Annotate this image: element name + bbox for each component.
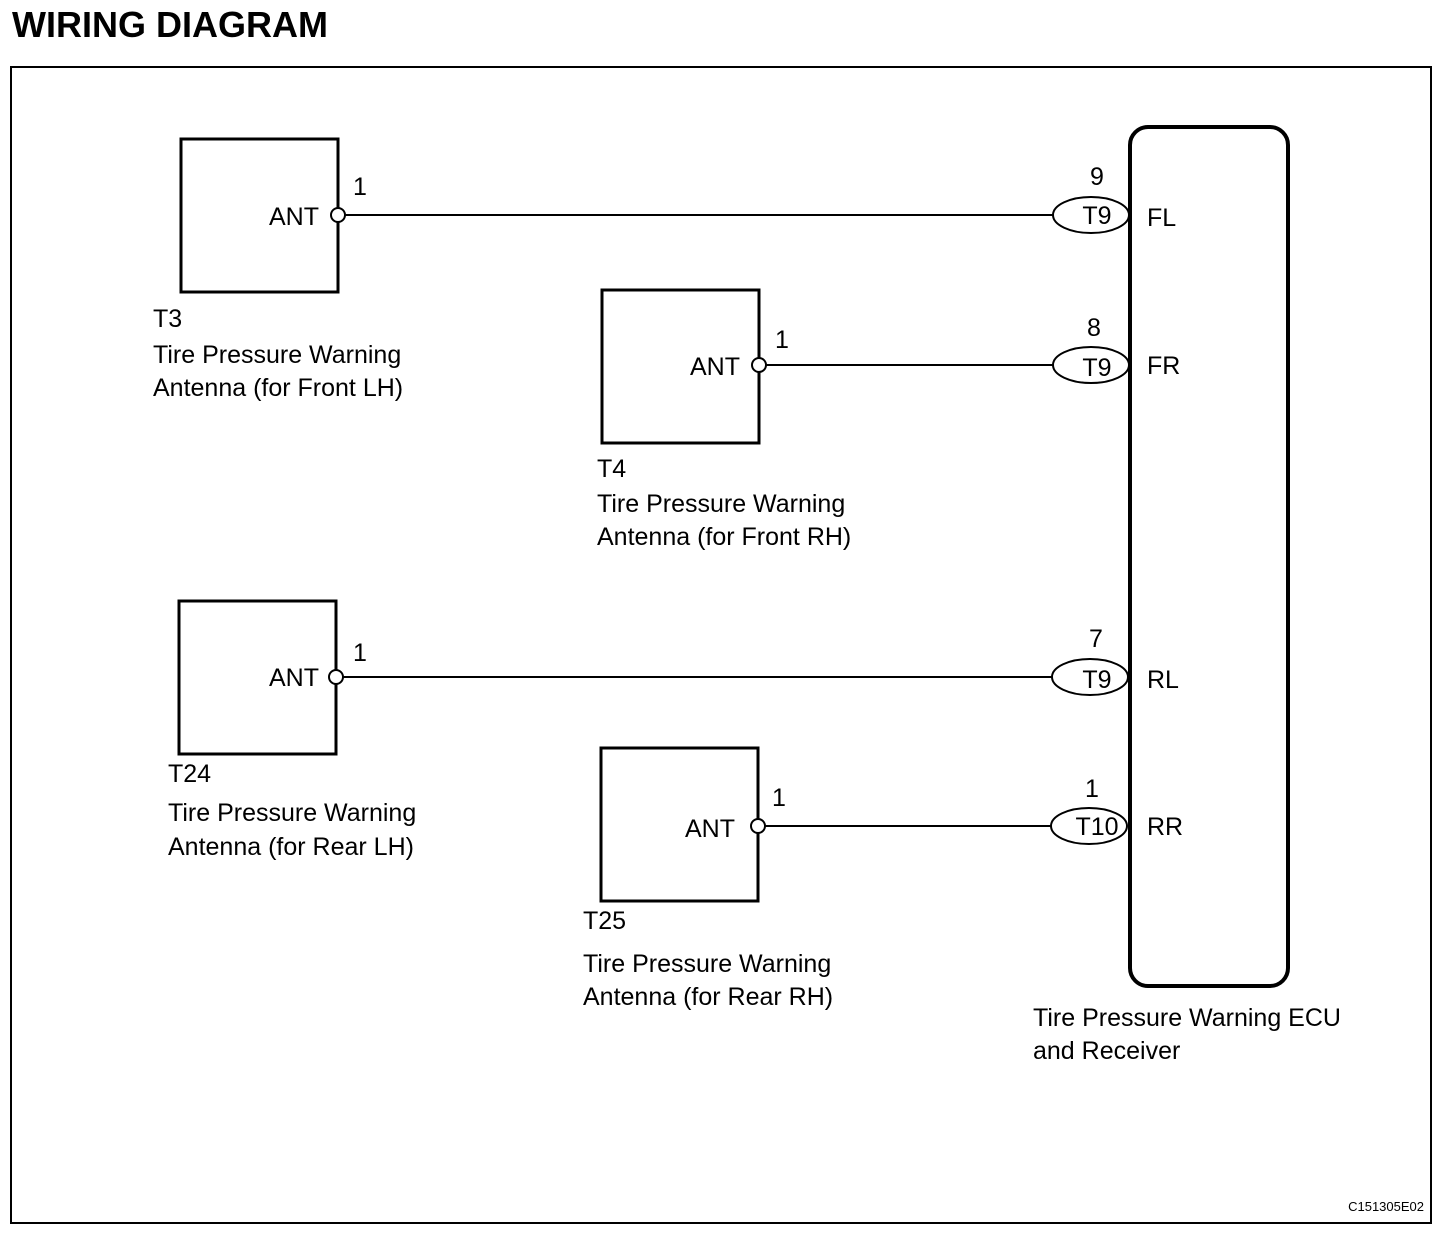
connector-oval: [1051, 658, 1129, 696]
ecu-terminal: FR: [1147, 352, 1180, 380]
antenna-name-line2: Antenna (for Rear RH): [583, 983, 833, 1011]
ecu-pin-number: 9: [1090, 163, 1104, 191]
antenna-name-line1: Tire Pressure Warning: [583, 950, 831, 978]
terminal-circle: [328, 669, 344, 685]
terminal-circle: [330, 207, 346, 223]
antenna-name-line2: Antenna (for Front LH): [153, 374, 403, 402]
antenna-name-line1: Tire Pressure Warning: [168, 799, 416, 827]
antenna-id: T3: [153, 305, 182, 333]
connector-label: T10: [1075, 813, 1118, 841]
ecu-terminal: RR: [1147, 813, 1183, 841]
connector-label: T9: [1082, 202, 1111, 230]
antenna-t25: ANT 1 T25 Tire Pressure Warning Antenna …: [583, 746, 1183, 1011]
ecu-body: [1128, 125, 1290, 988]
connector-label: T9: [1082, 666, 1111, 694]
antenna-id: T25: [583, 907, 626, 935]
pin-label: ANT: [269, 664, 319, 692]
antenna-t3: ANT 1 T3 Tire Pressure Warning Antenna (…: [153, 137, 1176, 402]
figure-code: C151305E02: [1348, 1199, 1424, 1214]
connector-label: T9: [1082, 354, 1111, 382]
ecu-name-line2: and Receiver: [1033, 1037, 1180, 1065]
ecu-pin-number: 1: [1085, 775, 1099, 803]
connector-oval: [1050, 807, 1128, 845]
ecu-terminal: RL: [1147, 666, 1179, 694]
terminal-circle: [751, 357, 767, 373]
pin-label: ANT: [690, 353, 740, 381]
antenna-name-line2: Antenna (for Front RH): [597, 523, 851, 551]
pin-number: 1: [775, 326, 789, 354]
antenna-t24: ANT 1 T24 Tire Pressure Warning Antenna …: [168, 599, 1179, 861]
antenna-name-line1: Tire Pressure Warning: [597, 490, 845, 518]
antenna-name-line2: Antenna (for Rear LH): [168, 833, 414, 861]
connector-oval: [1052, 196, 1130, 234]
pin-number: 1: [353, 639, 367, 667]
ecu-pin-number: 7: [1089, 625, 1103, 653]
antenna-name-line1: Tire Pressure Warning: [153, 341, 401, 369]
antenna-id: T24: [168, 760, 211, 788]
antenna-id: T4: [597, 455, 626, 483]
pin-label: ANT: [269, 203, 319, 231]
ecu-name-line1: Tire Pressure Warning ECU: [1033, 1004, 1341, 1032]
ecu-pin-number: 8: [1087, 314, 1101, 342]
pin-label: ANT: [685, 815, 735, 843]
pin-number: 1: [353, 173, 367, 201]
pin-number: 1: [772, 784, 786, 812]
connector-oval: [1052, 346, 1130, 384]
page-title: WIRING DIAGRAM: [12, 4, 328, 45]
antenna-t4: ANT 1 T4 Tire Pressure Warning Antenna (…: [597, 288, 1180, 551]
ecu-terminal: FL: [1147, 204, 1176, 232]
diagram-frame: [10, 66, 1432, 1224]
terminal-circle: [750, 818, 766, 834]
